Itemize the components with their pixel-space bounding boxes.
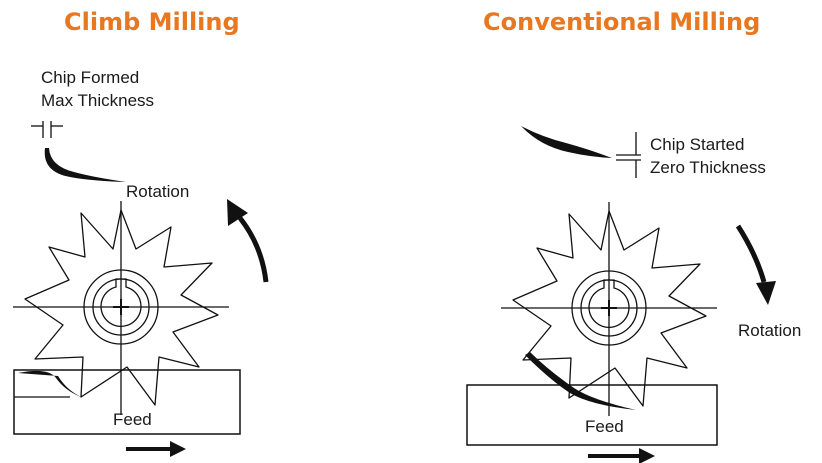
- climb-feed-label: Feed: [113, 410, 152, 429]
- climb-workpiece: [13, 369, 241, 435]
- conventional-rotation-arrow-icon: [735, 224, 776, 305]
- conventional-thickness-marker: [616, 132, 641, 178]
- milling-cutter-icon: [500, 201, 718, 417]
- conventional-feed-arrow-icon: [588, 448, 655, 463]
- conventional-rotation-label: Rotation: [738, 321, 802, 340]
- climb-cutter: [12, 200, 230, 416]
- conventional-feed-label: Feed: [585, 417, 624, 436]
- climb-rotation-label: Rotation: [126, 182, 190, 201]
- climb-formed-chip: [44, 148, 126, 182]
- climb-chip-label-line1: Chip Formed: [41, 68, 140, 87]
- conventional-cutter: [500, 201, 718, 417]
- climb-thickness-marker: [31, 121, 63, 138]
- climb-chip-in-cut: [18, 370, 84, 398]
- conventional-chip-label-line2: Zero Thickness: [650, 158, 766, 177]
- conventional-milling-title: Conventional Milling: [483, 8, 761, 36]
- climb-rotation-arrow-icon: [227, 199, 269, 283]
- climb-milling-title: Climb Milling: [64, 8, 240, 36]
- conventional-started-chip: [521, 126, 612, 158]
- conventional-chip-label-line1: Chip Started: [650, 135, 745, 154]
- milling-cutter-icon: [12, 200, 230, 416]
- conventional-workpiece: [466, 384, 718, 446]
- climb-feed-arrow-icon: [126, 441, 186, 457]
- climb-chip-label-line2: Max Thickness: [41, 91, 155, 110]
